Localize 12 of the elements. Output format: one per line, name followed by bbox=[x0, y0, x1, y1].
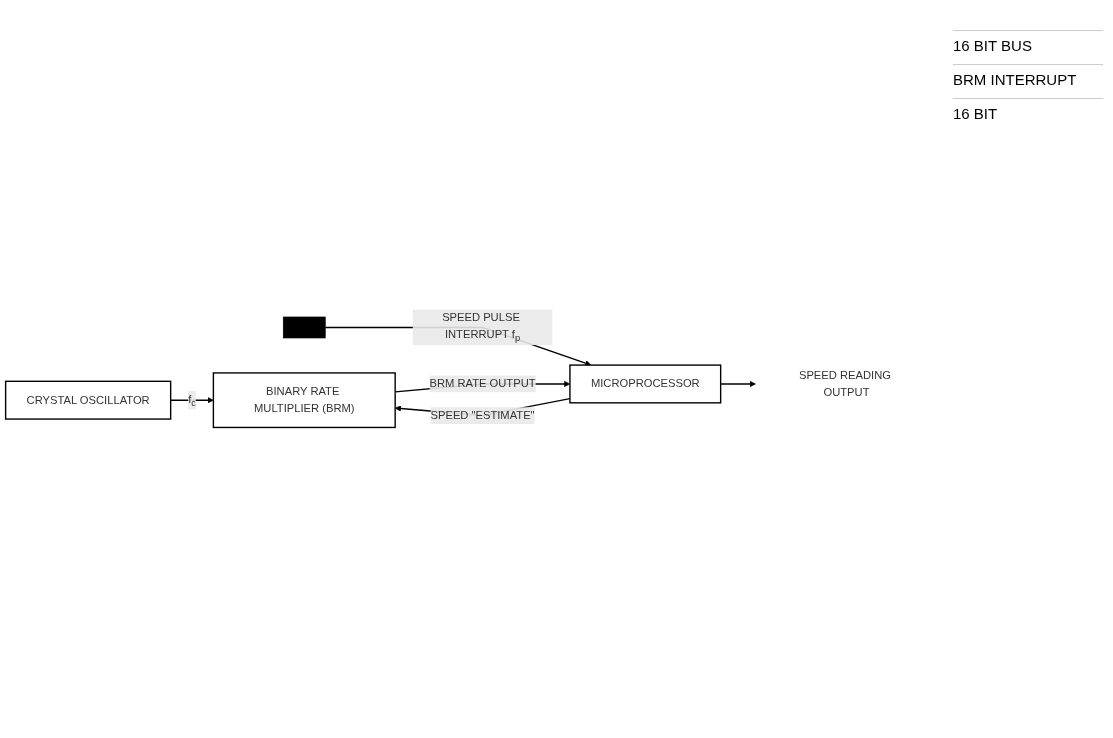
edge-label: SPEED PULSE INTERRUPT f$_{p}$ bbox=[442, 312, 521, 344]
node-text: SPEED READING OUTPUT bbox=[798, 369, 891, 399]
edge-label: BRM RATE OUTPUT bbox=[429, 378, 536, 391]
bus-width-note: BRM INTERRUPT bbox=[953, 64, 1103, 88]
edge-label: f$_{c}$ bbox=[188, 393, 196, 409]
edge-label: SPEED "ESTIMATE" bbox=[430, 409, 535, 422]
node-box bbox=[282, 317, 326, 339]
node-box: BINARY RATE MULTIPLIER (BRM) bbox=[212, 372, 396, 429]
node-box: CRYSTAL OSCILLATOR bbox=[4, 381, 172, 421]
node-box: MICROPROCESSOR bbox=[569, 364, 722, 404]
bus-width-note: 16 BIT BUS bbox=[953, 30, 1103, 54]
bus-width-note: 16 BIT bbox=[953, 98, 1103, 122]
